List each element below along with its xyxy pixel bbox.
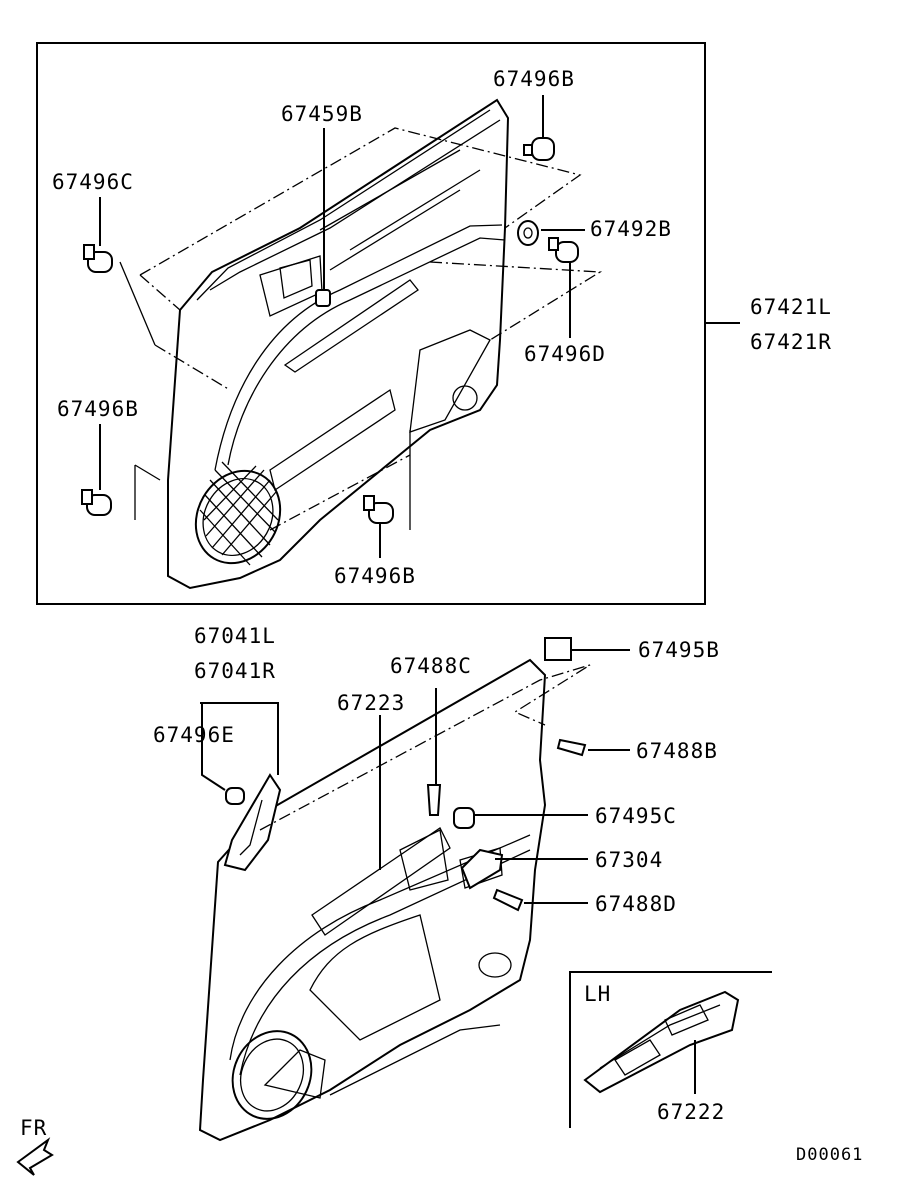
label-67304: 67304: [595, 848, 663, 872]
screw-67488D-icon: [492, 888, 588, 912]
dash-leaders-upper: [119, 127, 603, 531]
clip-67496B-left-icon: [81, 424, 112, 516]
label-67496B-top: 67496B: [493, 67, 575, 91]
front-direction-arrow-icon: [16, 1137, 54, 1176]
corner-trim-67041-icon: [223, 773, 282, 872]
leader-67041: [200, 702, 279, 775]
label-67041L: 67041L: [194, 624, 276, 648]
label-fr: FR: [20, 1116, 47, 1140]
label-67488D: 67488D: [595, 892, 677, 916]
label-67495B: 67495B: [638, 638, 720, 662]
speaker-grille-upper: [194, 461, 282, 566]
label-67421L: 67421L: [750, 295, 832, 319]
clip-67496D-icon: [548, 237, 579, 338]
label-67495C: 67495C: [595, 804, 677, 828]
label-inset-lh: LH: [584, 982, 611, 1006]
door-trim-panel-upper: [167, 98, 510, 590]
label-67223: 67223: [337, 691, 405, 715]
label-diagram-id: D00061: [796, 1145, 863, 1165]
label-67492B: 67492B: [590, 217, 672, 241]
label-67041R: 67041R: [194, 659, 276, 683]
clip-67459B-icon: [315, 128, 331, 307]
inset-frame: [569, 971, 772, 1128]
screw-67488C-icon: [426, 688, 442, 816]
leader-67496E: [201, 703, 226, 791]
screw-67488B-icon: [556, 738, 630, 757]
labels: 67496B 67459B 67496C 67492B 67421L 67421…: [20, 67, 863, 1165]
label-67459B: 67459B: [281, 102, 363, 126]
clip-67496C-icon: [83, 197, 113, 273]
label-67488B: 67488B: [636, 739, 718, 763]
speaker-cover-lower: [231, 1030, 313, 1120]
door-trim-panel-lower: [198, 658, 547, 1142]
clip-67492B-icon: [517, 220, 585, 246]
clip-67495C-icon: [453, 807, 588, 829]
clip-67496E-icon: [225, 787, 245, 805]
label-67496B-bottom: 67496B: [334, 564, 416, 588]
label-67496E: 67496E: [153, 723, 235, 747]
label-67496D: 67496D: [524, 342, 606, 366]
label-67496C: 67496C: [52, 170, 134, 194]
switch-panel-67222-icon: [583, 990, 740, 1094]
label-67488C: 67488C: [390, 654, 472, 678]
label-67222: 67222: [657, 1100, 725, 1124]
clip-67496B-bottom-icon: [363, 495, 394, 558]
label-67496B-left: 67496B: [57, 397, 139, 421]
dash-leader-lower: [259, 664, 591, 831]
label-67421R: 67421R: [750, 330, 832, 354]
clip-67495B-icon: [544, 637, 630, 661]
clip-67496B-top-icon: [523, 95, 555, 161]
switch-67304-icon: [460, 848, 588, 890]
